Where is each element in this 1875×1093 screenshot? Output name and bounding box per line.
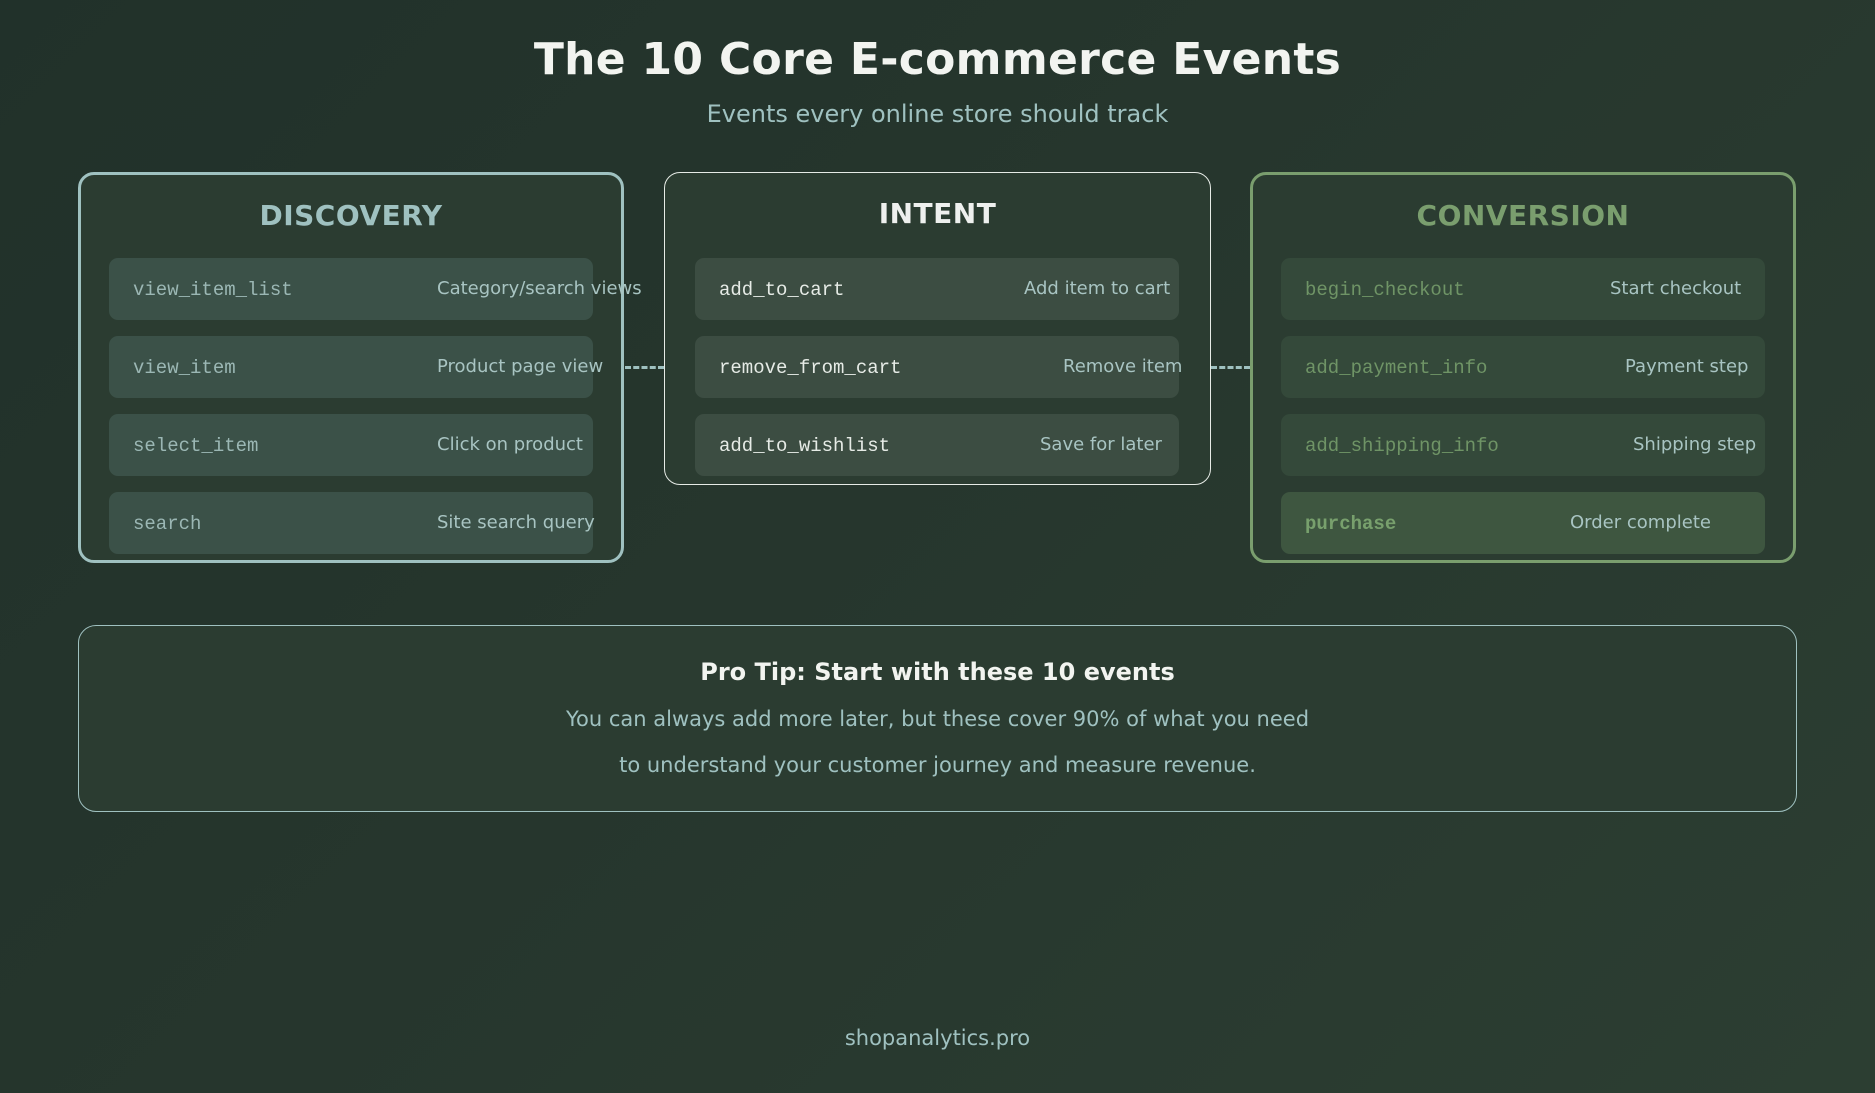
event-description: Remove item	[1063, 356, 1183, 377]
event-description: Site search query	[437, 512, 595, 533]
event-name: view_item_list	[133, 279, 293, 301]
pro-tip-line-1: You can always add more later, but these…	[565, 707, 1310, 731]
event-description: Category/search views	[437, 278, 642, 299]
event-row: add_to_wishlist Save for later	[695, 414, 1179, 476]
event-description: Shipping step	[1633, 434, 1757, 455]
stage-title: DISCOVERY	[259, 199, 443, 232]
stage-title: INTENT	[878, 197, 997, 230]
event-row: remove_from_cart Remove item	[695, 336, 1183, 398]
pro-tip-line-2: to understand your customer journey and …	[619, 753, 1256, 777]
event-name: view_item	[133, 357, 236, 379]
stage-intent: INTENT add_to_cart Add item to cart remo…	[664, 172, 1211, 485]
event-description: Order complete	[1570, 512, 1711, 533]
stage-title: CONVERSION	[1416, 199, 1630, 232]
stage-conversion: CONVERSION begin_checkout Start checkout…	[1250, 172, 1796, 563]
event-row: view_item Product page view	[109, 336, 603, 398]
event-description: Start checkout	[1610, 278, 1742, 299]
event-description: Save for later	[1040, 434, 1162, 455]
event-name: add_shipping_info	[1305, 435, 1499, 457]
event-row: begin_checkout Start checkout	[1281, 258, 1765, 320]
event-row: select_item Click on product	[109, 414, 593, 476]
event-row: add_shipping_info Shipping step	[1281, 414, 1765, 476]
connector-discovery-intent	[625, 366, 664, 369]
footer-site: shopanalytics.pro	[844, 1026, 1031, 1050]
event-row: add_payment_info Payment step	[1281, 336, 1765, 398]
event-name: add_to_wishlist	[719, 435, 891, 457]
event-row: search Site search query	[109, 492, 595, 554]
event-name: search	[133, 513, 202, 535]
connector-intent-conversion	[1211, 366, 1250, 369]
stage-discovery: DISCOVERY view_item_list Category/search…	[78, 172, 642, 563]
pro-tip-title: Pro Tip: Start with these 10 events	[700, 658, 1175, 686]
event-description: Click on product	[437, 434, 583, 455]
event-description: Payment step	[1625, 356, 1749, 377]
event-name: remove_from_cart	[719, 357, 902, 379]
event-name: begin_checkout	[1305, 279, 1465, 301]
event-row: add_to_cart Add item to cart	[695, 258, 1179, 320]
event-row-purchase: purchase Order complete	[1281, 492, 1765, 554]
page-title: The 10 Core E-commerce Events	[533, 34, 1342, 85]
event-name: add_to_cart	[719, 279, 845, 301]
event-name: select_item	[133, 435, 259, 457]
event-name: add_payment_info	[1305, 357, 1488, 379]
pro-tip-box: Pro Tip: Start with these 10 events You …	[78, 625, 1797, 812]
page-subtitle: Events every online store should track	[706, 100, 1169, 128]
event-row: view_item_list Category/search views	[109, 258, 642, 320]
event-description: Add item to cart	[1024, 278, 1171, 299]
event-name: purchase	[1305, 513, 1397, 535]
event-description: Product page view	[437, 356, 604, 377]
